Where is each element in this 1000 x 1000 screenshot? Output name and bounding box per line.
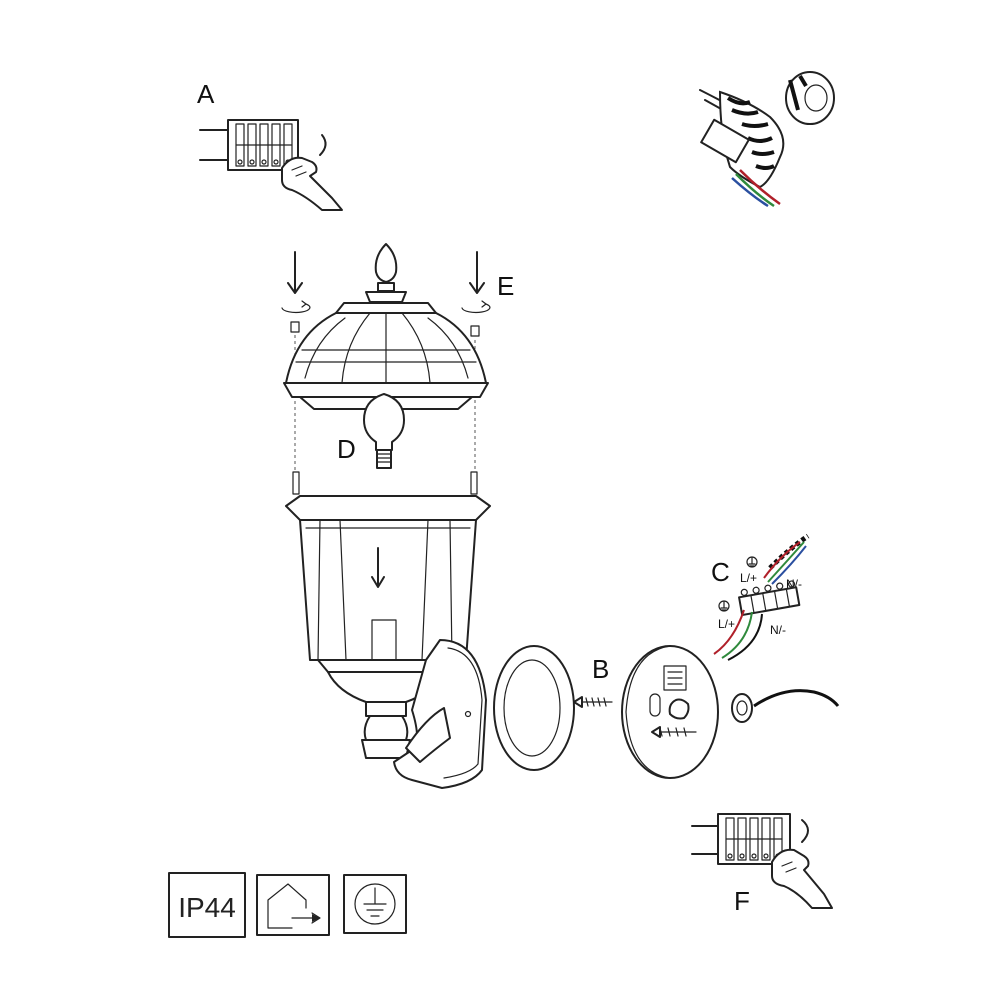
label-a: A — [197, 79, 215, 109]
insulation-tape-illustration — [699, 71, 835, 208]
step-b-screw: B — [573, 654, 613, 708]
wall-bracket — [393, 639, 487, 789]
label-d: D — [337, 434, 356, 464]
label-b: B — [592, 654, 609, 684]
step-c-terminal-wiring: C L/+ N/- L/+ N/- — [711, 533, 810, 661]
label-c: C — [711, 557, 730, 587]
gasket-ring — [493, 645, 575, 771]
step-a-fusebox-illustration: A — [197, 79, 343, 211]
label-e: E — [497, 271, 514, 301]
cable-gland — [731, 689, 840, 723]
step-d-bulb: D — [337, 393, 405, 469]
label-live-upper: L/+ — [740, 571, 757, 585]
ip-rating-text: IP44 — [178, 892, 236, 923]
protective-earth-icon — [343, 874, 407, 934]
step-f-fusebox-illustration: F — [691, 813, 833, 916]
label-live-lower: L/+ — [718, 617, 735, 631]
ip-rating-badge: IP44 — [168, 872, 246, 938]
step-e-screws: E — [281, 251, 514, 470]
label-neutral-lower: N/- — [770, 623, 786, 637]
label-f: F — [734, 886, 750, 916]
junction-box — [621, 645, 719, 779]
lantern-roof — [283, 243, 489, 410]
house-arrow-icon — [256, 874, 330, 936]
